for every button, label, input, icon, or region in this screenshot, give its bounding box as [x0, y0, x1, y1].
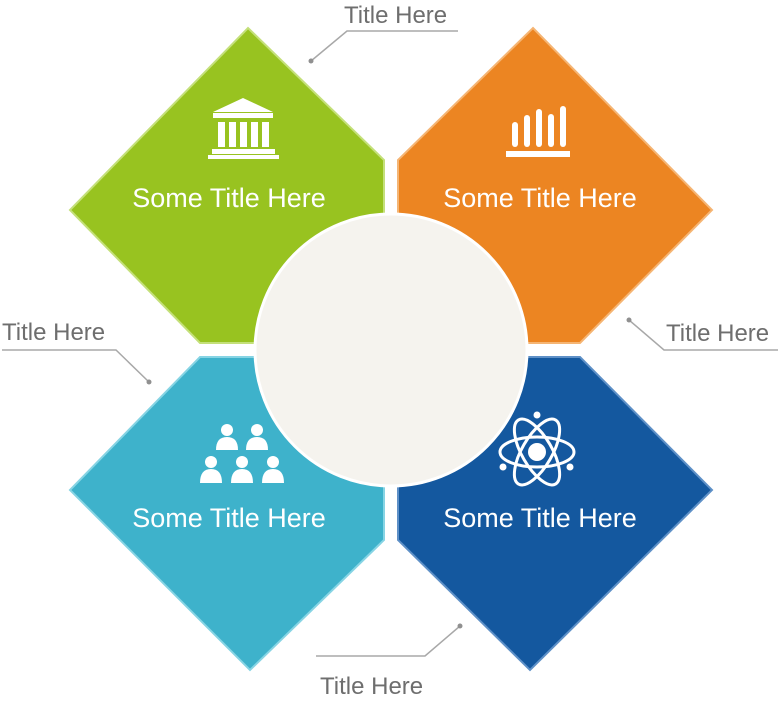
- callout-text-left: Title Here: [2, 319, 105, 346]
- callout-text-right: Title Here: [666, 320, 769, 347]
- center-circle: [253, 212, 529, 488]
- callout-line-top: [310, 30, 458, 62]
- callout-dot-left: [146, 379, 152, 385]
- callout-dot-top: [308, 58, 314, 64]
- quadrant-dark-blue-label: Some Title Here: [443, 503, 637, 533]
- atom-icon: [498, 417, 576, 487]
- atom-nucleus-icon: [499, 411, 574, 471]
- quadrant-light-blue-label: Some Title Here: [132, 503, 326, 533]
- quadrant-green-label: Some Title Here: [132, 183, 326, 213]
- callout-line-left: [2, 349, 150, 383]
- bank-icon: [208, 98, 279, 159]
- callout-dots: [146, 58, 632, 629]
- callout-line-right: [628, 319, 778, 351]
- people-group-icon: [200, 424, 284, 483]
- bar-chart-icon: [506, 106, 570, 157]
- callout-dot-right: [626, 317, 632, 323]
- callout-line-bottom: [316, 625, 461, 657]
- callout-text-bottom: Title Here: [320, 673, 423, 700]
- callout-lines: [2, 30, 778, 657]
- callout-dot-bottom: [457, 623, 463, 629]
- quadrant-orange-label: Some Title Here: [443, 183, 637, 213]
- callout-text-top: Title Here: [344, 2, 447, 29]
